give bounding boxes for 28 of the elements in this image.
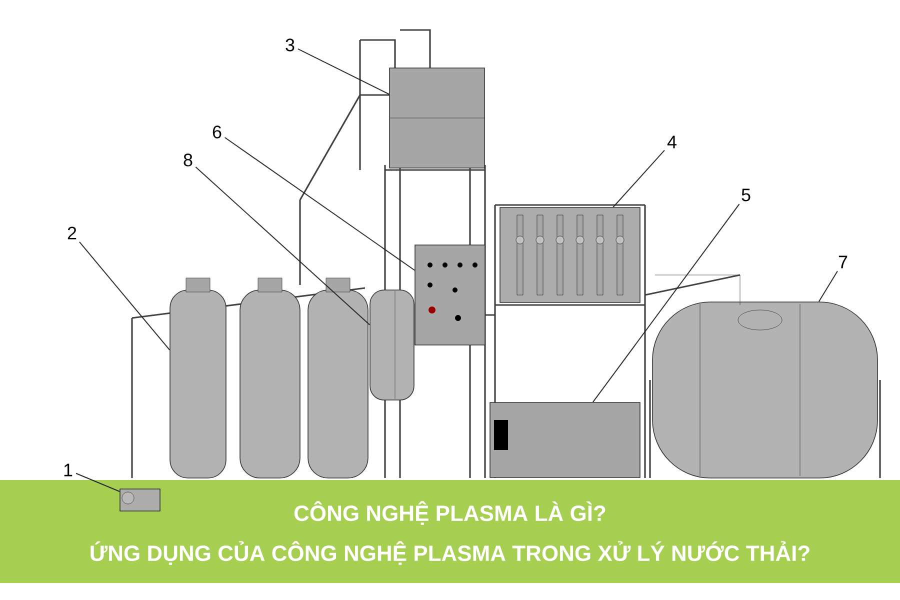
filter-cylinder bbox=[308, 278, 368, 478]
leader-line bbox=[76, 472, 120, 492]
callout-number: 3 bbox=[286, 38, 294, 52]
leader-line bbox=[592, 204, 740, 403]
horizontal-tank bbox=[652, 274, 878, 478]
leader-line bbox=[818, 270, 838, 302]
control-panel bbox=[414, 244, 486, 346]
leader-line bbox=[298, 48, 390, 95]
leader-line bbox=[195, 166, 370, 326]
filter-cylinder bbox=[170, 278, 226, 478]
water-tank-box bbox=[389, 68, 486, 168]
callout-number: 6 bbox=[212, 126, 222, 138]
leader-line bbox=[224, 136, 416, 271]
tube-rack bbox=[500, 207, 640, 303]
filter-cylinder bbox=[240, 278, 300, 478]
horizontal-tank bbox=[370, 290, 414, 400]
callout-number: 8 bbox=[184, 154, 192, 166]
power-supply-box bbox=[490, 402, 640, 478]
callout-number: 1 bbox=[64, 464, 72, 476]
callout-number: 2 bbox=[68, 226, 76, 240]
leader-line bbox=[612, 150, 665, 208]
callout-number: 4 bbox=[667, 136, 676, 148]
leader-line bbox=[79, 241, 170, 350]
callout-number: 7 bbox=[838, 256, 848, 268]
subtitle: ỨNG DỤNG CỦA CÔNG NGHỆ PLASMA TRONG XỬ LÝ NƯỚC THẢI? bbox=[90, 541, 810, 565]
title: CÔNG NGHỆ PLASMA LÀ GÌ? bbox=[294, 501, 606, 525]
callout-number: 5 bbox=[742, 188, 750, 202]
pump bbox=[120, 488, 160, 512]
